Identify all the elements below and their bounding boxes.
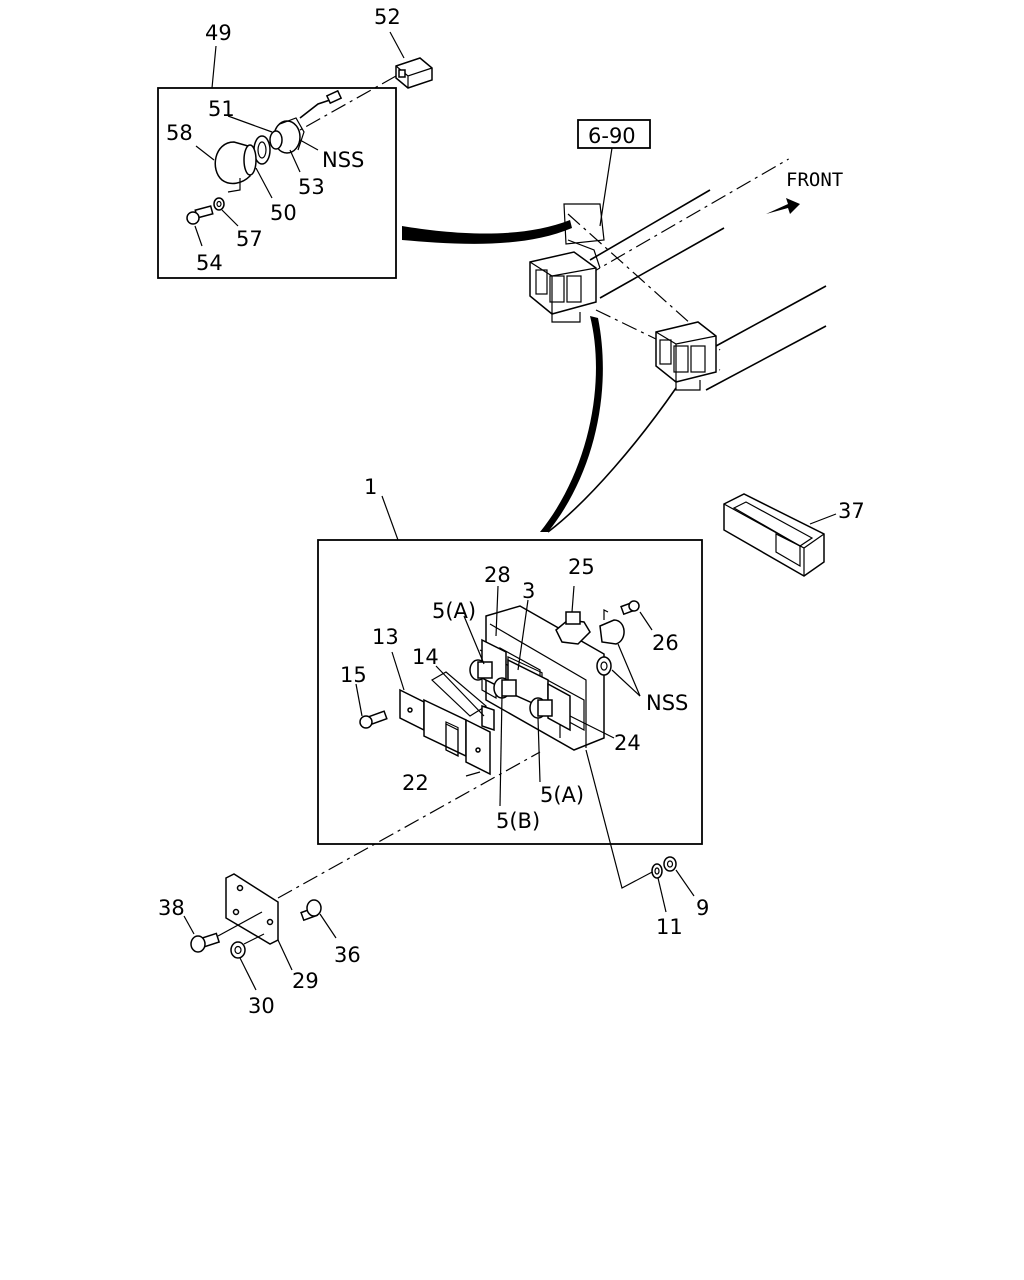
label-13: 13 <box>372 625 399 649</box>
label-57: 57 <box>236 227 263 251</box>
label-25: 25 <box>568 555 595 579</box>
label-5a-top: 5(A) <box>432 599 476 623</box>
nut-30 <box>230 933 265 991</box>
label-54: 54 <box>196 251 223 275</box>
label-22: 22 <box>402 771 429 795</box>
callout-arrow-lamp <box>540 316 603 532</box>
callout-arrow-top <box>402 220 572 244</box>
label-24: 24 <box>614 731 641 755</box>
label-front: FRONT <box>786 169 843 191</box>
label-26: 26 <box>652 631 679 655</box>
front-arrow-icon <box>766 198 800 214</box>
screw-part-54 <box>186 205 214 225</box>
part-26 <box>620 600 653 631</box>
cover-13 <box>399 688 491 776</box>
label-5a-bottom: 5(A) <box>540 783 584 807</box>
label-9: 9 <box>696 896 709 920</box>
bolt-38 <box>183 911 263 953</box>
label-14: 14 <box>412 645 439 669</box>
vehicle-frame <box>529 158 827 391</box>
label-36: 36 <box>334 943 361 967</box>
bulb-assembly-box <box>157 31 433 279</box>
washer-11 <box>651 863 667 913</box>
label-50: 50 <box>270 201 297 225</box>
bolt-36 <box>300 899 337 939</box>
bulb-5b <box>493 677 517 699</box>
label-49: 49 <box>205 21 232 45</box>
label-5b: 5(B) <box>496 809 540 833</box>
label-53: 53 <box>298 175 325 199</box>
label-6-90: 6-90 <box>588 124 636 148</box>
label-29: 29 <box>292 969 319 993</box>
label-nss-mid: NSS <box>646 691 688 715</box>
label-11: 11 <box>656 915 683 939</box>
lamp-assembly-box <box>317 495 703 845</box>
part-37 <box>723 493 837 577</box>
reflector-14 <box>431 671 495 732</box>
socket-part-52 <box>389 31 433 89</box>
label-52: 52 <box>374 5 401 29</box>
label-38: 38 <box>158 896 185 920</box>
label-3: 3 <box>522 579 535 603</box>
label-1: 1 <box>364 475 377 499</box>
label-nss-top: NSS <box>322 148 364 172</box>
bulb-5a-bottom <box>529 697 553 719</box>
nut-9 <box>663 856 695 897</box>
label-58: 58 <box>166 121 193 145</box>
part-25 <box>555 585 591 645</box>
label-15: 15 <box>340 663 367 687</box>
label-30: 30 <box>248 994 275 1018</box>
label-28: 28 <box>484 563 511 587</box>
label-37: 37 <box>838 499 865 523</box>
bracket-29 <box>225 873 293 971</box>
bulb-5a-top <box>469 659 493 681</box>
reference-6-90 <box>577 119 651 227</box>
screw-15 <box>359 710 388 729</box>
label-51: 51 <box>208 97 235 121</box>
